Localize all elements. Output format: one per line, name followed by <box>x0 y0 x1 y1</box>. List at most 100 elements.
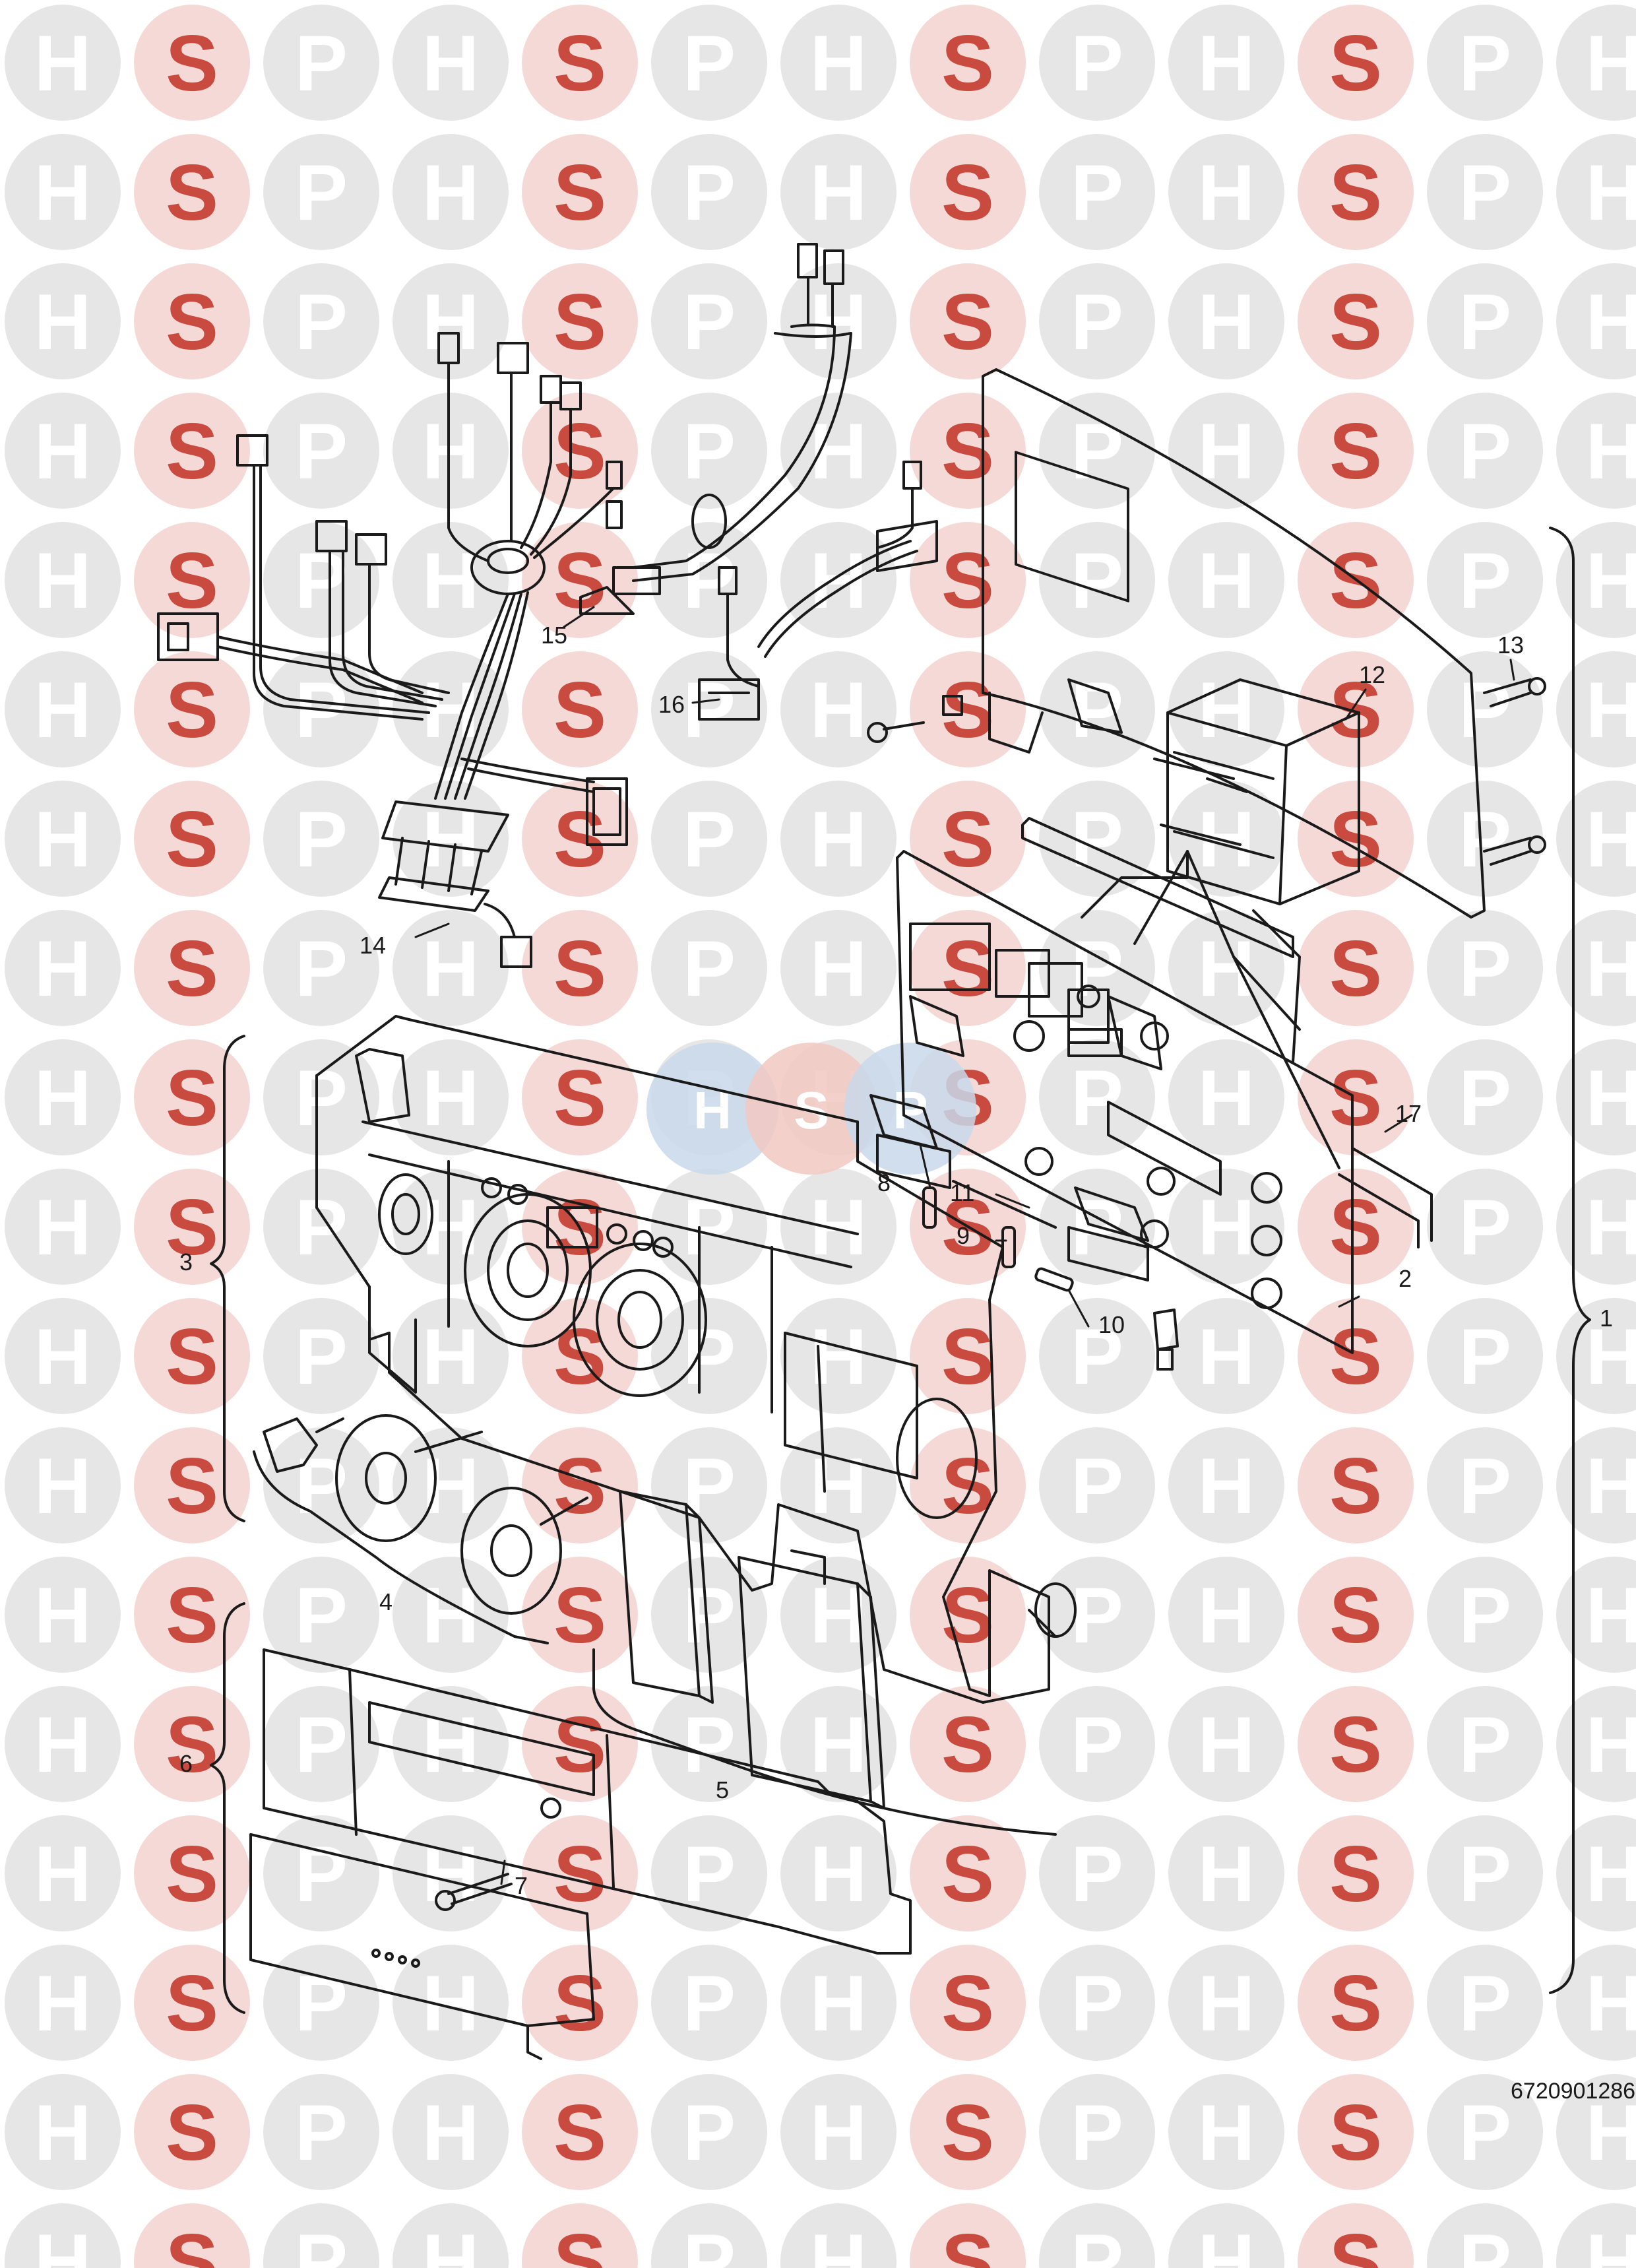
watermark-tile-h: H <box>5 2074 121 2190</box>
watermark-circle <box>1039 522 1155 638</box>
watermark-circle <box>1427 1945 1543 2061</box>
watermark-tile-h: H <box>1168 1815 1284 1931</box>
watermark-tile-p: P <box>651 5 767 121</box>
watermark-circle <box>1556 134 1636 250</box>
cover-panels <box>619 1490 885 1809</box>
callout-15: 15 <box>541 622 567 649</box>
watermark-circle <box>1556 2203 1636 2268</box>
watermark-circle <box>910 1557 1026 1673</box>
watermark-letter: H <box>1198 1054 1255 1142</box>
watermark-circle <box>1039 5 1155 121</box>
watermark-circle <box>651 2074 767 2190</box>
watermark-circle <box>263 522 379 638</box>
watermark-tile-s: S <box>1298 263 1414 379</box>
watermark-letter: H <box>422 924 480 1013</box>
watermark-circle <box>651 522 767 638</box>
watermark-circle <box>522 1945 638 2061</box>
watermark-letter: H <box>34 1830 92 1918</box>
watermark-letter: H <box>34 1183 92 1272</box>
watermark-tile-h: H <box>5 2203 121 2268</box>
watermark-letter: S <box>166 1183 218 1272</box>
watermark-tile-s: S <box>134 1298 250 1414</box>
watermark-letter: H <box>1198 1830 1255 1918</box>
watermark-circle <box>393 1298 509 1414</box>
watermark-tile-h: H <box>5 134 121 250</box>
watermark-circle <box>1039 1945 1155 2061</box>
watermark-tile-s: S <box>1298 1686 1414 1802</box>
watermark-tile-s: S <box>134 134 250 250</box>
watermark-tile-h: H <box>780 1298 897 1414</box>
watermark-tile-p: P <box>1427 1815 1543 1931</box>
watermark-tile-s: S <box>134 1039 250 1155</box>
watermark-circle <box>134 1815 250 1931</box>
watermark-tile-s: S <box>134 263 250 379</box>
watermark-tile-s: S <box>134 2074 250 2190</box>
watermark-letter: P <box>683 407 736 496</box>
watermark-letter: P <box>683 1701 736 1789</box>
watermark-letter: H <box>1198 1312 1255 1401</box>
watermark-circle <box>1427 1039 1543 1155</box>
watermark-tile-s: S <box>134 781 250 897</box>
watermark-circle <box>522 1557 638 1673</box>
watermark-letter: P <box>295 2089 348 2177</box>
watermark-circle <box>134 781 250 897</box>
watermark-letter: H <box>1586 1442 1636 1530</box>
watermark-circle <box>1298 263 1414 379</box>
watermark-letter: S <box>166 2218 218 2268</box>
watermark-circle <box>1039 263 1155 379</box>
watermark-tile-p: P <box>1427 393 1543 509</box>
support-frame <box>1021 817 1433 1248</box>
watermark-tile-p: P <box>1039 2074 1155 2190</box>
watermark-circle <box>393 651 509 767</box>
watermark-tile-s: S <box>134 393 250 509</box>
watermark-tile-h: H <box>5 1427 121 1543</box>
watermark-letter: H <box>810 924 867 1013</box>
watermark-circle <box>5 2203 121 2268</box>
watermark-tile-s: S <box>134 5 250 121</box>
watermark-tile-s: S <box>134 910 250 1026</box>
watermark-circle <box>1556 651 1636 767</box>
watermark-letter: P <box>1459 407 1511 496</box>
watermark-circle <box>1168 263 1284 379</box>
watermark-tile-p: P <box>263 1945 379 2061</box>
watermark-tile-h: H <box>5 5 121 121</box>
watermark-circle <box>651 1298 767 1414</box>
watermark-tile-s: S <box>910 522 1026 638</box>
watermark-tile-p: P <box>651 263 767 379</box>
watermark-tile-h: H <box>1556 1039 1636 1155</box>
watermark-tile-p: P <box>651 1945 767 2061</box>
watermark-tile-h: H <box>780 2203 897 2268</box>
watermark-tile-p: P <box>1039 781 1155 897</box>
watermark-tile-p: P <box>651 1298 767 1414</box>
watermark-letter: P <box>1071 1830 1123 1918</box>
watermark-circle <box>651 1945 767 2061</box>
watermark-letter: S <box>1329 278 1382 366</box>
watermark-letter: P <box>1459 148 1511 237</box>
watermark-tile-h: H <box>1556 2203 1636 2268</box>
watermark-tile-h: H <box>1168 1945 1284 2061</box>
watermark-tile-s: S <box>910 2203 1026 2268</box>
watermark-letter: P <box>683 19 736 108</box>
watermark-circle <box>651 1169 767 1285</box>
watermark-letter: P <box>295 1571 348 1660</box>
watermark-letter: P <box>683 148 736 237</box>
watermark-circle <box>1427 1557 1543 1673</box>
watermark-circle <box>1298 5 1414 121</box>
watermark-letter: P <box>1459 795 1511 884</box>
watermark-tile-h: H <box>393 134 509 250</box>
watermark-tile-p: P <box>1427 1039 1543 1155</box>
watermark-tile-s: S <box>522 1945 638 2061</box>
watermark-tile-p: P <box>1427 781 1543 897</box>
watermark-tile-s: S <box>522 1557 638 1673</box>
watermark-tile-s: S <box>1298 1298 1414 1414</box>
watermark-tile-h: H <box>1168 781 1284 897</box>
watermark-letter: P <box>1071 407 1123 496</box>
watermark-letter: P <box>1071 1571 1123 1660</box>
watermark-center-badge <box>646 1043 778 1175</box>
watermark-circle <box>910 2203 1026 2268</box>
watermark-circle <box>1168 134 1284 250</box>
watermark-circle <box>1298 1169 1414 1285</box>
watermark-letter: S <box>941 666 994 754</box>
watermark-letter: P <box>295 278 348 366</box>
watermark-circle <box>1168 1557 1284 1673</box>
